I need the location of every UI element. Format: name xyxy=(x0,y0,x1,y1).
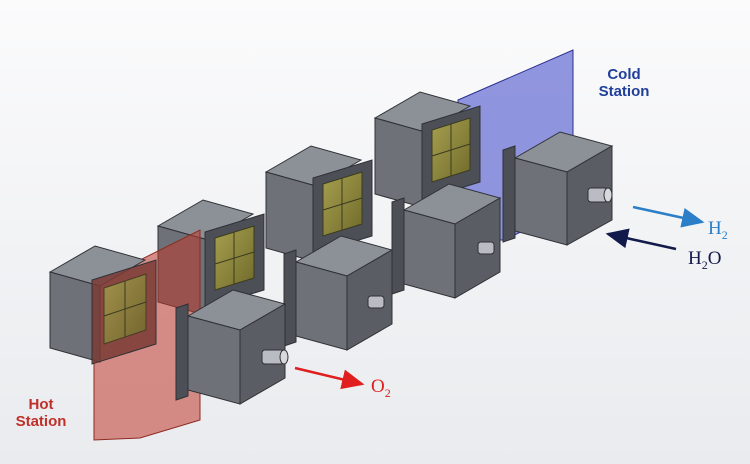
hot-station-line1: Hot xyxy=(28,396,54,413)
h2-label: H2 xyxy=(708,218,728,242)
o2-label: O2 xyxy=(371,376,391,400)
o2-arrow-icon xyxy=(294,366,365,390)
cold-station-line1: Cold xyxy=(607,66,641,83)
h2-arrow-icon xyxy=(632,205,705,228)
stage-1 xyxy=(48,245,289,405)
port-h2 xyxy=(587,187,613,203)
cold-station-label: Cold Station xyxy=(588,66,660,101)
hot-station-line2: Station xyxy=(15,413,67,431)
port-o2 xyxy=(261,349,289,365)
stage-4 xyxy=(373,91,614,246)
h2o-arrow-icon xyxy=(605,228,677,251)
cold-station-line2: Station xyxy=(598,83,650,101)
hot-station-label: Hot Station xyxy=(2,396,80,431)
h2o-label: H2O xyxy=(688,248,722,272)
